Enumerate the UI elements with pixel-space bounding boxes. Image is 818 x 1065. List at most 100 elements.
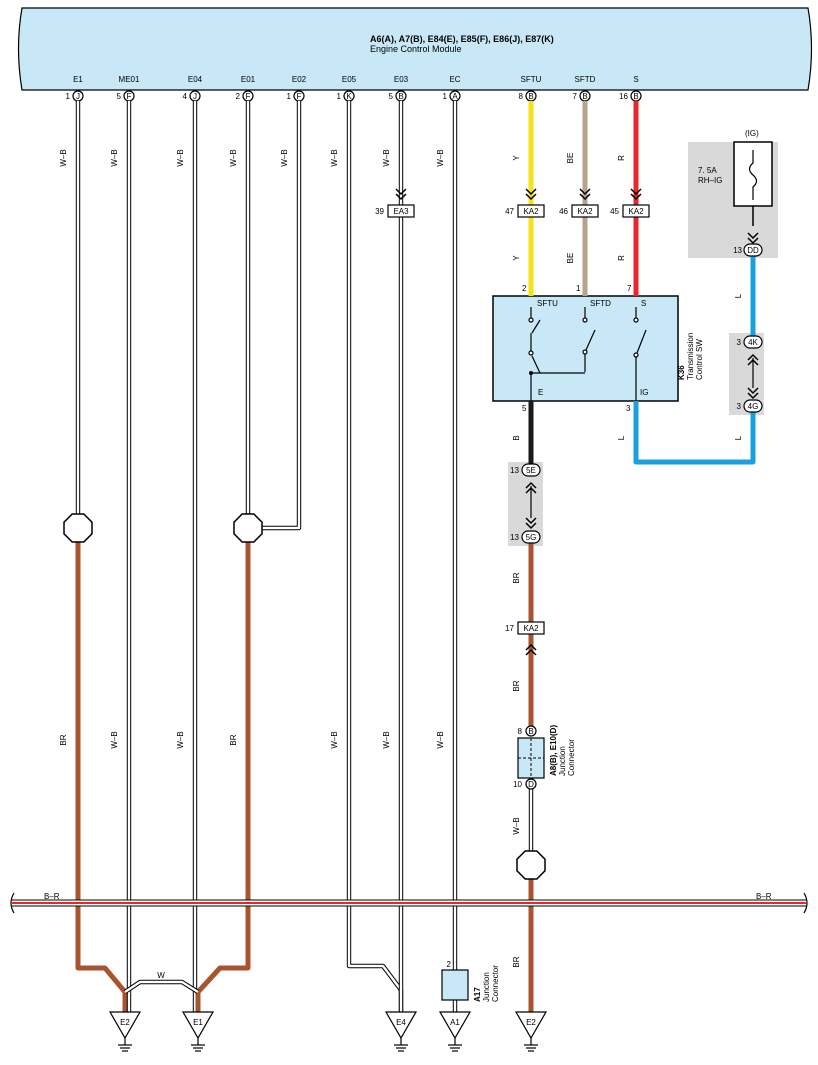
terminal-connector-e05: K <box>343 90 355 102</box>
joint-5g-pin: 13 <box>510 533 519 542</box>
terminal-name-s: S <box>633 75 638 84</box>
terminal-pin-e01: 2 <box>236 92 241 101</box>
svg-text:J: J <box>193 92 197 101</box>
joint-4k-pin: 3 <box>737 338 742 347</box>
ground-e1-1: E1 <box>181 1011 215 1052</box>
svg-text:A: A <box>452 92 458 101</box>
switch-pin-sftu: 2 <box>522 284 527 293</box>
svg-text:E1: E1 <box>193 1018 203 1027</box>
wire-color-br-upper: BR <box>512 572 521 583</box>
svg-text:5G: 5G <box>526 533 537 542</box>
connector-ka2-46-pin: 46 <box>559 207 568 216</box>
connector-ka2-17-label: KA2 <box>523 624 539 633</box>
wire-e1-brown <box>75 542 128 1012</box>
wire-color-e02: W–B <box>280 149 289 166</box>
wire-color-s-lower: R <box>617 255 626 261</box>
junction-connector-a17 <box>441 969 469 1001</box>
fuse-connector-pin: 13 <box>733 246 742 255</box>
svg-text:E2: E2 <box>120 1018 130 1027</box>
terminal-connector-ec: A <box>449 90 461 102</box>
fuse-name: RH–IG <box>698 176 722 185</box>
switch-label-e: E <box>538 388 543 397</box>
wire-color-joint-out: L <box>734 435 743 440</box>
terminal-connector-me01: F <box>123 90 135 102</box>
svg-text:A1: A1 <box>450 1018 460 1027</box>
fuse-rating: 7. 5A <box>698 166 717 175</box>
wire-color-e05: W–B <box>330 149 339 166</box>
terminal-pin-me01: 5 <box>117 92 122 101</box>
junction-a17-name-2: Connector <box>491 965 500 1002</box>
wire-color-mid-5: W–B <box>382 731 391 748</box>
terminal-pin-e03: 5 <box>389 92 394 101</box>
wire-color-ground-short: W <box>157 971 165 980</box>
connector-ka2-46-label: KA2 <box>577 207 593 216</box>
wire-color-sftd-lower: BE <box>566 253 575 264</box>
power-bus <box>10 892 808 914</box>
junction-a17-pin: 2 <box>447 960 452 969</box>
joint-4g-pin: 3 <box>737 402 742 411</box>
switch-name-2: Control SW <box>695 339 704 380</box>
svg-text:5E: 5E <box>526 466 536 475</box>
terminal-name-e05: E05 <box>342 75 357 84</box>
fuse-connector-dd: DD <box>743 243 763 257</box>
wire-color-e1: W–B <box>59 149 68 166</box>
wire-color-switch-ig: L <box>617 435 626 440</box>
switch-name-1: Transmission <box>686 333 695 380</box>
terminal-pin-s: 16 <box>619 92 628 101</box>
bus-color-right: B–R <box>756 892 772 901</box>
joint-4g: 4G <box>743 399 763 413</box>
junction-a8-name-2: Connector <box>567 739 576 776</box>
ecm-name: Engine Control Module <box>370 44 462 54</box>
terminal-pin-e1: 1 <box>66 92 71 101</box>
wire-color-mid-0: BR <box>59 734 68 745</box>
svg-text:B: B <box>582 92 587 101</box>
terminal-connector-e1: J <box>72 90 84 102</box>
wire-color-e03: W–B <box>382 149 391 166</box>
svg-text:D: D <box>528 780 534 789</box>
wire-e05 <box>346 101 404 1012</box>
wire-color-me01: W–B <box>110 149 119 166</box>
terminal-pin-e04: 4 <box>183 92 188 101</box>
connector-ka2-45-label: KA2 <box>628 207 644 216</box>
switch-id: K36 <box>677 365 686 380</box>
terminal-pin-ec: 1 <box>443 92 448 101</box>
wire-color-switch-e: B <box>512 435 521 440</box>
junction-a8-pin-top: 8 <box>518 727 523 736</box>
svg-text:B: B <box>528 92 533 101</box>
wire-color-br-lower: BR <box>512 680 521 691</box>
svg-text:F: F <box>297 92 302 101</box>
terminal-name-sftd: SFTD <box>575 75 596 84</box>
switch-pin-e: 5 <box>522 404 527 413</box>
terminal-name-sftu: SFTU <box>521 75 542 84</box>
wire-color-mid-4: W–B <box>330 731 339 748</box>
wire-color-jc-out: W–B <box>512 817 521 834</box>
junction-a8-pin-bottom: 10 <box>513 780 522 789</box>
terminal-name-me01: ME01 <box>119 75 140 84</box>
terminal-connector-sftu: B <box>525 90 537 102</box>
ecm-box <box>17 7 813 91</box>
terminal-connector-e01: F <box>242 90 254 102</box>
wire-color-fuse-out: L <box>734 293 743 298</box>
terminal-name-e03: E03 <box>394 75 409 84</box>
terminal-connector-e03: B <box>395 90 407 102</box>
wire-e02 <box>262 101 302 531</box>
splice-e1 <box>63 513 93 543</box>
wire-color-s: R <box>617 155 626 161</box>
fuse-circuit: (IG) <box>745 129 759 138</box>
svg-text:F: F <box>246 92 251 101</box>
wire-color-mid-2: W–B <box>176 731 185 748</box>
terminal-connector-sftd: B <box>579 90 591 102</box>
ground-e2-4: E2 <box>514 1011 548 1052</box>
junction-a8-id: A8(B), E10(D) <box>549 725 558 776</box>
splice-e01 <box>233 513 263 543</box>
terminal-name-e04: E04 <box>188 75 203 84</box>
ground-e2-0: E2 <box>108 1011 142 1052</box>
junction-a8-top: B <box>525 725 537 737</box>
junction-a8-name-1: Junction <box>558 746 567 776</box>
junction-a17-name-1: Junction <box>482 972 491 1002</box>
wire-color-ec: W–B <box>436 149 445 166</box>
joint-5e-pin: 13 <box>510 466 519 475</box>
